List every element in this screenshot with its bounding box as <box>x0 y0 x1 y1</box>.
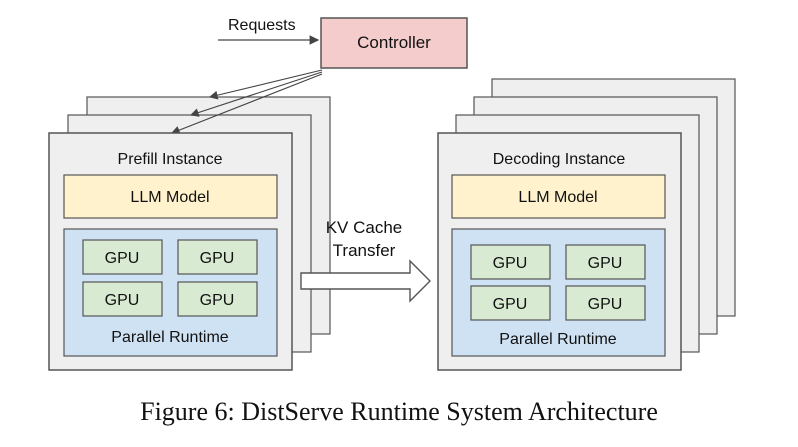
decoding-gpu-4-label: GPU <box>588 296 623 313</box>
decoding-gpu-1 <box>470 244 551 280</box>
transfer-label-line2: Transfer <box>333 241 396 260</box>
decoding-gpu-3 <box>470 285 551 321</box>
decoding-model-box <box>451 174 666 219</box>
decoding-gpu-4 <box>565 285 646 321</box>
prefill-gpu-3-label: GPU <box>105 292 140 309</box>
kv-cache-transfer-arrow <box>300 259 431 303</box>
decoding-title: Decoding Instance <box>493 151 626 168</box>
transfer-label-line1: KV Cache <box>326 218 403 237</box>
prefill-title: Prefill Instance <box>118 151 223 168</box>
prefill-gpu-2-label: GPU <box>200 250 235 267</box>
dispatch-arrow-3 <box>170 73 323 135</box>
dispatch-arrow-1 <box>208 69 323 100</box>
prefill-gpu-4-label: GPU <box>200 292 235 309</box>
prefill-runtime-label: Parallel Runtime <box>111 329 228 346</box>
decoding-gpu-2 <box>565 244 646 280</box>
prefill-model-box <box>63 174 278 219</box>
controller-box <box>320 17 468 69</box>
dispatch-arrow-2 <box>189 71 323 117</box>
decoding-gpu-3-label: GPU <box>493 296 528 313</box>
controller-label: Controller <box>357 33 431 52</box>
decoding-runtime-label: Parallel Runtime <box>499 331 616 348</box>
figure-caption: Figure 6: DistServe Runtime System Archi… <box>140 397 658 426</box>
decoding-gpu-1-label: GPU <box>493 255 528 272</box>
requests-label: Requests <box>228 17 296 34</box>
decoding-gpu-2-label: GPU <box>588 255 623 272</box>
prefill-gpu-1 <box>82 239 163 275</box>
prefill-gpu-3 <box>82 281 163 317</box>
prefill-gpu-1-label: GPU <box>105 250 140 267</box>
prefill-gpu-4 <box>177 281 258 317</box>
prefill-gpu-2 <box>177 239 258 275</box>
decoding-model-label: LLM Model <box>518 189 597 206</box>
prefill-model-label: LLM Model <box>130 189 209 206</box>
